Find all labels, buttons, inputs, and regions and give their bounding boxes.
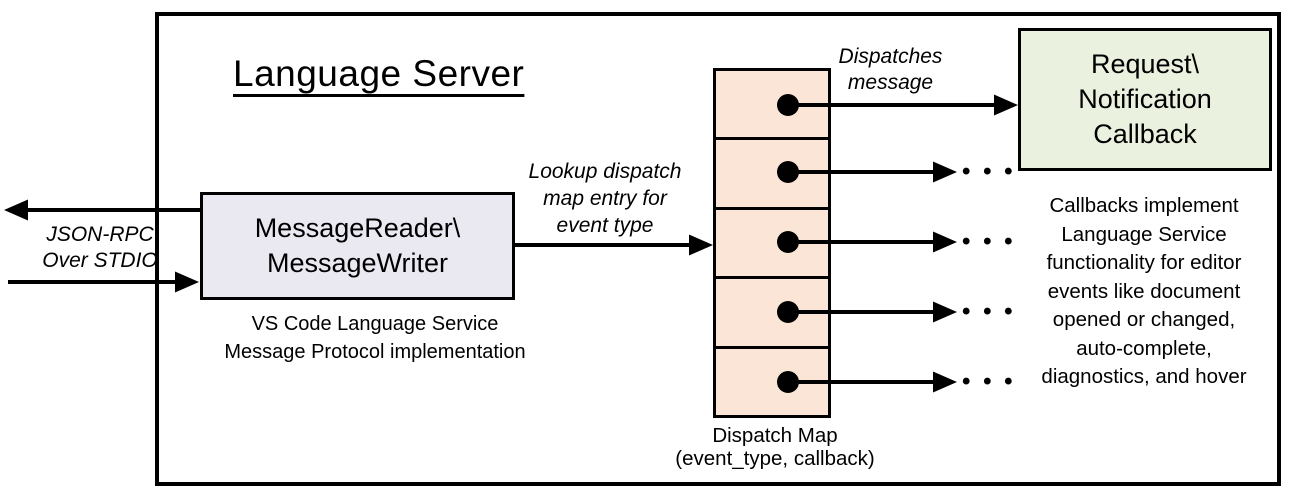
ellipsis-row5: • • • bbox=[962, 368, 1016, 395]
callbacks-note-line5: opened or changed, bbox=[1052, 308, 1236, 331]
lookup-flow-label-line2: map entry for bbox=[543, 187, 667, 210]
message-box-caption: VS Code Language Service Message Protoco… bbox=[185, 310, 565, 366]
message-box-caption-line1: VS Code Language Service bbox=[251, 313, 499, 335]
callback-box-line2: Notification bbox=[1078, 84, 1212, 114]
dispatch-map-caption: Dispatch Map (event_type, callback) bbox=[655, 424, 895, 470]
stdio-flow-label: JSON-RPC Over STDIO bbox=[25, 222, 175, 274]
dispatches-message-label-line1: Dispatches bbox=[838, 45, 943, 68]
ellipsis-row4: • • • bbox=[962, 298, 1016, 325]
callback-box-line1: Request\ bbox=[1090, 49, 1200, 79]
language-server-boundary bbox=[155, 12, 1281, 486]
callbacks-note: Callbacks implement Language Service fun… bbox=[1008, 192, 1280, 392]
message-reader-writer-box: MessageReader\ MessageWriter bbox=[200, 192, 515, 300]
callbacks-note-line4: events like document bbox=[1047, 279, 1241, 303]
dispatch-map-caption-line2: (event_type, callback) bbox=[675, 447, 875, 470]
ellipsis-row2: • • • bbox=[962, 158, 1016, 185]
dispatch-cell bbox=[716, 140, 828, 210]
dispatch-cell bbox=[716, 348, 828, 416]
stdio-flow-label-line1: JSON-RPC bbox=[46, 223, 154, 246]
message-box-line2: MessageWriter bbox=[266, 248, 449, 278]
dispatch-cell bbox=[716, 71, 828, 141]
dispatches-message-label: Dispatches message bbox=[818, 44, 963, 96]
message-box-line1: MessageReader\ bbox=[254, 213, 461, 243]
callbacks-note-line3: functionality for editor bbox=[1046, 251, 1242, 274]
callbacks-note-line7: diagnostics, and hover bbox=[1041, 365, 1247, 388]
dispatch-cell bbox=[716, 209, 828, 280]
request-notification-callback-box: Request\ Notification Callback bbox=[1018, 28, 1272, 171]
stdio-flow-label-line2: Over STDIO bbox=[42, 249, 158, 272]
diagram-title: Language Server bbox=[233, 53, 525, 94]
dispatch-cell bbox=[716, 279, 828, 349]
ellipsis-row3: • • • bbox=[962, 228, 1016, 255]
callbacks-note-line1: Callbacks implement bbox=[1049, 194, 1239, 217]
callbacks-note-line2: Language Service bbox=[1061, 222, 1227, 246]
dispatches-message-label-line2: message bbox=[847, 71, 934, 94]
dispatch-map-caption-line1: Dispatch Map bbox=[712, 424, 838, 447]
dispatch-map bbox=[713, 68, 831, 418]
lookup-flow-label: Lookup dispatch map entry for event type bbox=[512, 158, 698, 239]
callbacks-note-line6: auto-complete, bbox=[1076, 336, 1212, 360]
callback-box-line3: Callback bbox=[1093, 119, 1197, 149]
lookup-flow-label-line3: event type bbox=[556, 214, 654, 237]
lookup-flow-label-line1: Lookup dispatch bbox=[528, 160, 682, 183]
message-box-caption-line2: Message Protocol implementation bbox=[224, 341, 526, 363]
